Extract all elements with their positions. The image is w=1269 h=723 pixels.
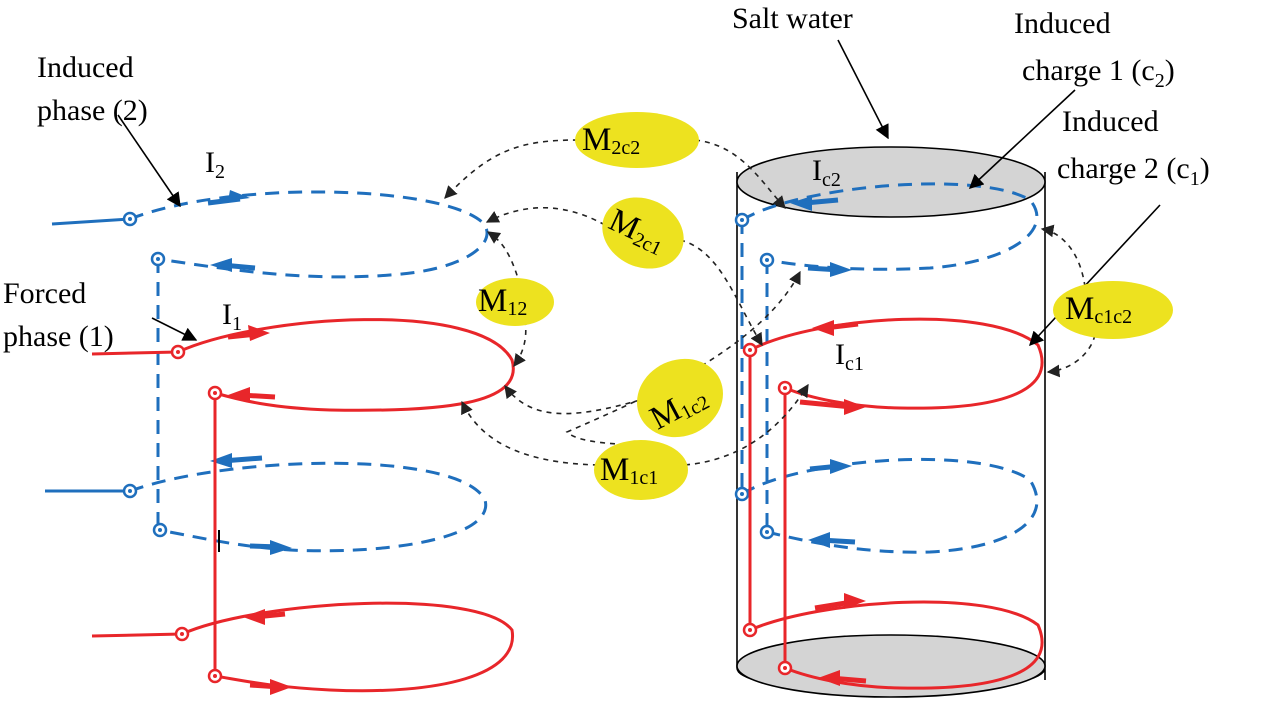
label-induced-phase-line1: Induced (37, 51, 134, 84)
inductance-label-bubbles (476, 112, 1173, 500)
label-induced-charge1-line2: charge 1 (c2) (1022, 54, 1175, 92)
label-induced-phase-line2: phase (2) (37, 94, 148, 127)
bubble-m12 (476, 278, 554, 326)
label-induced-charge2-line2: charge 2 (c1) (1057, 152, 1210, 190)
salt-water-cylinder (736, 146, 1046, 698)
current-i2: I2 (205, 146, 225, 183)
bubble-m1c1 (594, 440, 688, 500)
current-i1: I1 (222, 298, 242, 335)
bubble-m2c2 (575, 112, 699, 168)
cylinder-bottom-cap (736, 634, 1046, 698)
induced-phase-coil (45, 190, 489, 555)
induced-charge-2-loops (742, 317, 1044, 690)
bubble-m2c1 (602, 197, 684, 269)
forced-phase-coil (91, 318, 515, 695)
mutual-m2c2: M2c2 (582, 122, 640, 159)
label-induced-charge2-line1: Induced (1062, 105, 1159, 138)
label-induced-charge1-line1: Induced (1014, 7, 1111, 40)
mutual-m1c1: M1c1 (600, 452, 658, 489)
text-labels: Salt water Induced phase (2) Forced phas… (3, 2, 1210, 489)
current-ic1: Ic1 (835, 338, 864, 375)
mutual-m12: M12 (478, 283, 527, 320)
current-ic2: Ic2 (812, 154, 841, 191)
induced-charge-1-loops (734, 182, 1039, 554)
blue-arrow-left (210, 258, 232, 272)
label-salt-water: Salt water (732, 2, 853, 35)
cylinder-top-cap (736, 146, 1046, 218)
leader-lines (117, 39, 1161, 347)
bubble-m1c2 (637, 358, 723, 438)
mutual-mc1c2: Mc1c2 (1065, 291, 1132, 328)
label-forced-phase-line2: phase (1) (3, 320, 114, 353)
coupling-arrows (444, 139, 1096, 466)
label-forced-phase-line1: Forced (3, 277, 86, 310)
bubble-mc1c2 (1053, 281, 1173, 339)
